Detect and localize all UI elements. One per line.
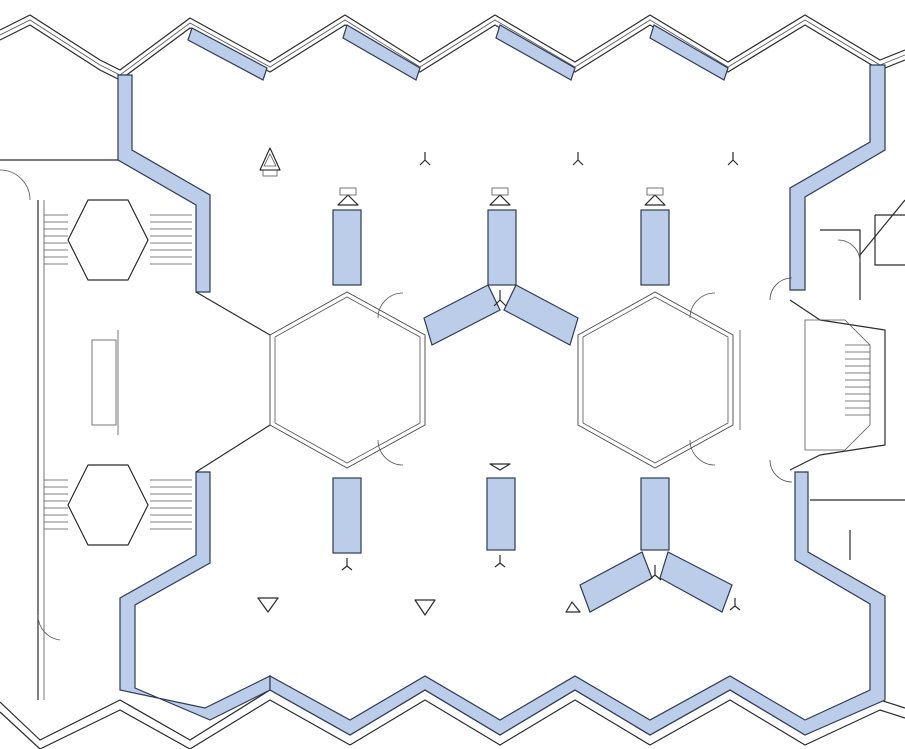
exit-arrow-icon	[257, 187, 666, 616]
panel	[332, 477, 362, 554]
exit-arrow-icon	[259, 147, 281, 177]
panel	[659, 551, 733, 613]
left-wing	[0, 159, 149, 700]
perimeter-corridor-highlight	[117, 64, 886, 736]
hex-room-left	[269, 291, 426, 469]
top-highlight-bands	[187, 24, 729, 81]
structural-column-icon	[341, 290, 741, 611]
stair-icon	[44, 214, 192, 265]
lower-stair-core	[67, 464, 149, 546]
panel	[332, 209, 362, 286]
hex-room-right	[577, 291, 734, 469]
panel	[579, 551, 653, 613]
top-facade-walls	[0, 14, 905, 81]
highlight-panels	[332, 209, 733, 613]
inner-partitions	[195, 291, 741, 473]
panel	[486, 477, 516, 551]
stair-icon	[44, 479, 192, 530]
door-swing-icon	[0, 169, 31, 201]
panel	[423, 284, 501, 346]
panel	[503, 284, 579, 346]
panel	[640, 477, 670, 551]
right-wing	[769, 199, 905, 560]
panel	[487, 209, 517, 286]
stair-icon	[845, 344, 870, 416]
upper-stair-core	[67, 199, 149, 281]
structural-column-icon	[419, 152, 739, 166]
panel	[640, 209, 670, 286]
